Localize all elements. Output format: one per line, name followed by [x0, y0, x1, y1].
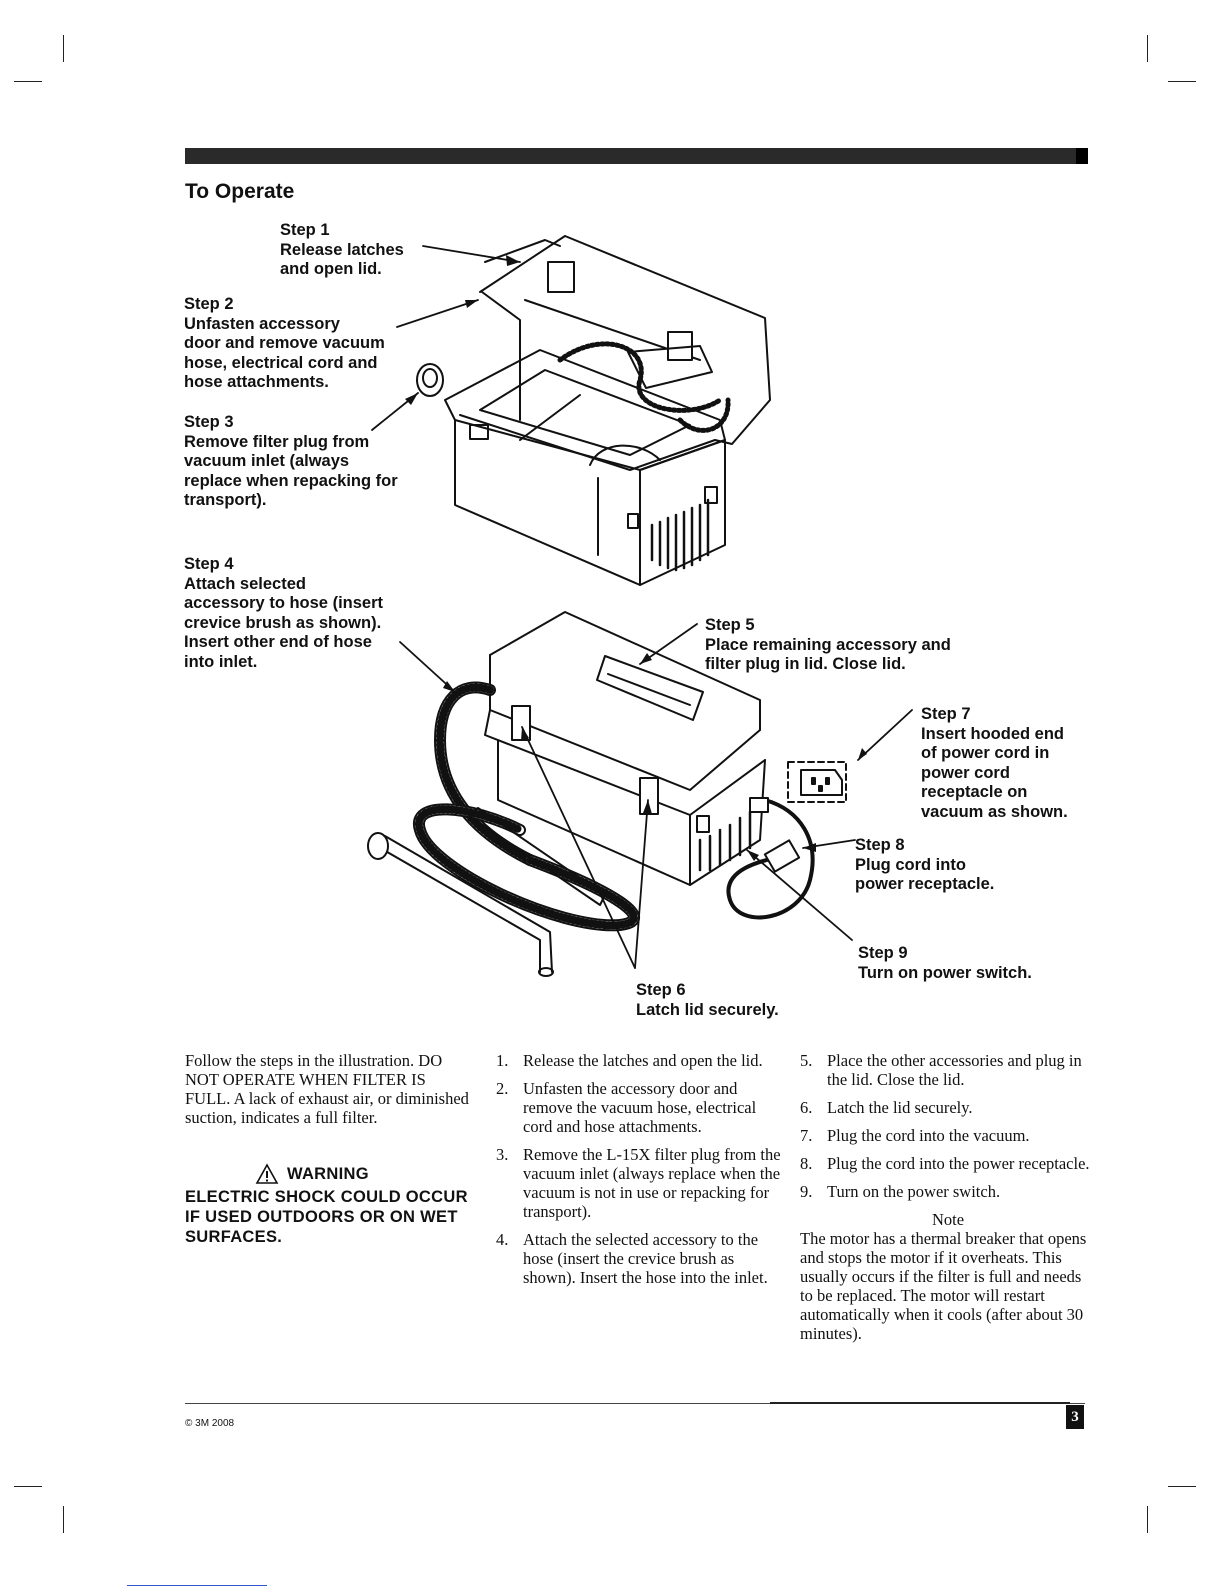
crop-mark: [1147, 1506, 1148, 1533]
callout-step-8: Step 8 Plug cord into power receptacle.: [855, 836, 995, 893]
note-body: The motor has a thermal breaker that ope…: [800, 1229, 1087, 1343]
header-bar-end: [1076, 148, 1088, 164]
list-item: 4.Attach the selected accessory to the h…: [496, 1230, 768, 1287]
crop-mark: [14, 1486, 42, 1487]
list-item: 5.Place the other accessories and plug i…: [800, 1051, 1082, 1089]
footer-rule: [185, 1403, 1085, 1404]
section-title: To Operate: [185, 180, 295, 203]
callout-step-3: Step 3 Remove filter plug from vacuum in…: [184, 413, 398, 509]
crop-mark: [14, 81, 42, 82]
list-item: 9.Turn on the power switch.: [800, 1182, 1001, 1201]
callout-step-1: Step 1 Release latches and open lid.: [280, 221, 404, 278]
warning-title: WARNING: [287, 1164, 369, 1183]
copyright-text: © 3M 2008: [185, 1418, 235, 1429]
note-title: Note: [931, 1210, 965, 1229]
steps-column-2: 5.Place the other accessories and plug i…: [800, 1051, 1096, 1343]
callout-step-2: Step 2 Unfasten accessory door and remov…: [184, 295, 385, 391]
list-item: 8.Plug the cord into the power receptacl…: [800, 1154, 1090, 1173]
list-item: 2.Unfasten the accessory door and remove…: [496, 1079, 757, 1136]
leader-lines: [371, 245, 913, 969]
list-item: 1.Release the latches and open the lid.: [496, 1051, 763, 1070]
crop-mark: [63, 35, 64, 62]
crop-mark: [1147, 35, 1148, 62]
list-item: 3.Remove the L-15X filter plug from the …: [496, 1145, 781, 1221]
list-item: 6.Latch the lid securely.: [800, 1098, 973, 1117]
leader-arrowheads: [405, 255, 867, 861]
page-number: 3: [1066, 1405, 1084, 1429]
callout-step-5: Step 5 Place remaining accessory and fil…: [705, 616, 951, 673]
footer-rule-accent: [770, 1402, 1070, 1404]
closed-vacuum-drawing: [367, 611, 847, 977]
crop-mark: [1168, 81, 1196, 82]
warning-text: ELECTRIC SHOCK COULD OCCUR IF USED OUTDO…: [185, 1188, 468, 1246]
list-item: 7.Plug the cord into the vacuum.: [800, 1126, 1030, 1145]
callout-step-9: Step 9 Turn on power switch.: [858, 944, 1032, 982]
crop-mark: [63, 1506, 64, 1533]
header-bar: [185, 148, 1085, 164]
steps-column-1: 1.Release the latches and open the lid. …: [496, 1051, 786, 1296]
open-vacuum-drawing: [416, 235, 771, 586]
crop-mark: [1168, 1486, 1196, 1487]
callout-step-6: Step 6 Latch lid securely.: [636, 981, 779, 1019]
warning-heading: WARNING: [255, 1163, 369, 1185]
callout-step-7: Step 7 Insert hooded end of power cord i…: [921, 705, 1068, 821]
intro-paragraph: Follow the steps in the illustration. DO…: [185, 1051, 469, 1127]
callout-step-4: Step 4 Attach selected accessory to hose…: [184, 555, 383, 671]
warning-triangle-icon: [255, 1163, 279, 1184]
